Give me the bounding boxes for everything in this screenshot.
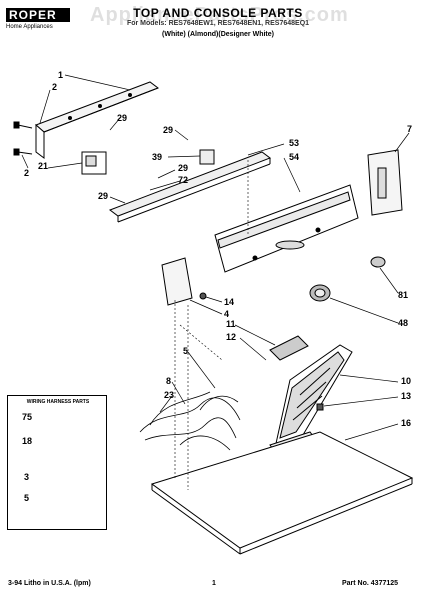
callout-54: 54 bbox=[289, 152, 300, 162]
screw-part-13 bbox=[316, 403, 324, 411]
screw-part-14 bbox=[199, 292, 207, 300]
callout-21: 21 bbox=[38, 161, 49, 171]
callout-3: 3 bbox=[24, 472, 30, 482]
console-panel-part-54 bbox=[214, 184, 359, 273]
knob-part-48 bbox=[309, 284, 331, 302]
brand-logo: ROPER bbox=[6, 8, 70, 22]
callout-81: 81 bbox=[398, 290, 409, 300]
callout-7: 7 bbox=[407, 124, 413, 134]
wire-harness-part-5 bbox=[139, 391, 241, 451]
callout-29b: 29 bbox=[163, 125, 174, 135]
callout-11: 11 bbox=[226, 319, 236, 329]
lint-screen-part-10 bbox=[274, 344, 353, 449]
screw-part-2b bbox=[13, 148, 33, 156]
callout-29a: 29 bbox=[117, 113, 128, 123]
page-title: TOP AND CONSOLE PARTS bbox=[133, 6, 303, 20]
model-numbers: For Models: RES7648EW1, RES7648EN1, RES7… bbox=[126, 20, 310, 27]
callout-16: 16 bbox=[401, 418, 412, 428]
knob-part-81 bbox=[370, 256, 386, 268]
footer-litho: 3-94 Litho in U.S.A. (lpm) bbox=[8, 580, 91, 587]
callout-leaders bbox=[21, 74, 410, 441]
harness-title: WIRING HARNESS PARTS bbox=[26, 399, 90, 405]
callout-53: 53 bbox=[289, 138, 300, 148]
endcap-part-4 bbox=[161, 257, 193, 306]
top-panel bbox=[150, 431, 414, 555]
switch-part-39 bbox=[199, 149, 215, 165]
callout-39: 39 bbox=[152, 152, 163, 162]
timer-part-21 bbox=[81, 151, 107, 175]
plate-part-11 bbox=[269, 335, 309, 361]
callout-2b: 2 bbox=[24, 168, 30, 178]
wiring-harness-box: WIRING HARNESS PARTS bbox=[7, 395, 107, 530]
brand-subtitle: Home Appliances bbox=[6, 24, 53, 30]
footer-part-number: Part No. 4377125 bbox=[342, 580, 399, 587]
callout-29c: 29 bbox=[178, 163, 189, 173]
callout-1: 1 bbox=[58, 70, 64, 80]
color-variants: (White) (Almond)(Designer White) bbox=[162, 31, 274, 38]
callout-23: 23 bbox=[164, 390, 175, 400]
callout-18: 18 bbox=[22, 436, 33, 446]
callout-5b: 5 bbox=[24, 493, 30, 503]
callout-4: 4 bbox=[224, 309, 230, 319]
callout-29d: 29 bbox=[98, 191, 109, 201]
callout-48: 48 bbox=[398, 318, 409, 328]
screw-part-2a bbox=[13, 121, 33, 129]
callout-72: 72 bbox=[178, 175, 189, 185]
callout-75: 75 bbox=[22, 412, 33, 422]
leader-lines bbox=[174, 160, 249, 490]
callout-5: 5 bbox=[183, 346, 189, 356]
bracket-part-1 bbox=[35, 81, 160, 159]
callout-8: 8 bbox=[166, 376, 172, 386]
callout-12: 12 bbox=[226, 332, 237, 342]
callout-10: 10 bbox=[401, 376, 412, 386]
footer-page-number: 1 bbox=[212, 580, 216, 587]
callout-14: 14 bbox=[224, 297, 235, 307]
callout-2a: 2 bbox=[52, 82, 58, 92]
endcap-part-7 bbox=[367, 149, 403, 216]
console-rail-part-53 bbox=[108, 151, 272, 223]
callout-13: 13 bbox=[401, 391, 412, 401]
